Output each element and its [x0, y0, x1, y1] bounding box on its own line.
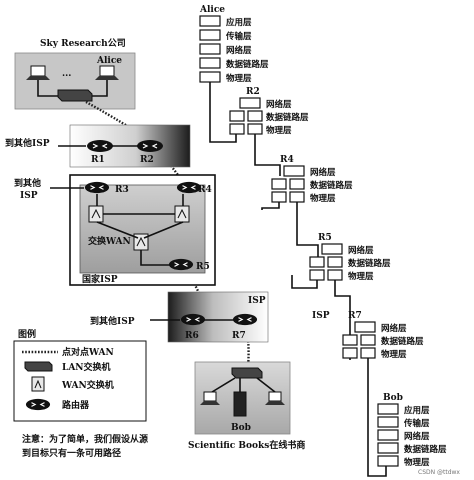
legend-item-router: 路由器: [62, 399, 90, 411]
alice-layer-network: 网络层: [226, 45, 252, 56]
r7-layer-datalink: 数据链路层: [381, 336, 424, 347]
laptop-icon: [95, 65, 119, 80]
router-icon: [86, 139, 114, 153]
r4-layer-physical: 物理层: [310, 193, 336, 204]
alice-layer-app: 应用层: [226, 17, 252, 28]
r2-layer-network: 网络层: [266, 99, 292, 110]
stack-title-r5: R5: [318, 233, 332, 243]
r4-layer-datalink: 数据链路层: [310, 180, 353, 191]
router-icon: [84, 181, 110, 194]
national-isp-label: 国家ISP: [82, 273, 118, 285]
stack-title-alice: Alice: [199, 5, 225, 15]
bob-layer-transport: 传输层: [403, 418, 430, 429]
r5-layer-physical: 物理层: [348, 271, 374, 282]
to-other-isp-label: 到其他ISP: [5, 137, 50, 149]
stack-r4: R4 网络层 数据链路层 物理层: [261, 155, 353, 260]
national-isp: R3 R4 交换WAN R5 国家ISP: [69, 174, 216, 286]
r2-layer-physical: 物理层: [266, 125, 292, 136]
ellipsis-text: ...: [62, 69, 71, 79]
laptop-icon: [265, 391, 285, 405]
bob-layer-network: 网络层: [404, 431, 430, 442]
router-icon: [180, 313, 206, 326]
lan-switch-icon: [231, 367, 263, 379]
router-label-r3: R3: [115, 185, 129, 195]
router-icon: [168, 258, 194, 271]
r2-layer-datalink: 数据链路层: [266, 112, 309, 123]
watermark: CSDN @ttdwx: [418, 469, 460, 476]
isp-stack-label: ISP: [312, 311, 330, 321]
isp-network: ISP R6 R7: [167, 291, 269, 343]
legend-item-wan-link: 点对点WAN: [62, 346, 114, 358]
alice-layer-transport: 传输层: [225, 31, 252, 42]
laptop-icon: [200, 391, 220, 405]
legend: 图例 点对点WAN LAN交换机 WAN交换机 路由器: [13, 328, 147, 422]
stack-title-bob: Bob: [383, 393, 403, 403]
r1-r2-network: R1 R2: [69, 124, 191, 168]
stack-r5: R5 网络层 数据链路层 物理层: [291, 233, 391, 340]
r7-layer-physical: 物理层: [381, 349, 407, 360]
r5-layer-network: 网络层: [348, 245, 374, 256]
legend-item-lan-switch: LAN交换机: [62, 361, 111, 373]
r5-layer-datalink: 数据链路层: [348, 258, 391, 269]
wan-switch-icon: [31, 376, 45, 392]
company-label: Sky Research公司: [40, 38, 126, 49]
stack-r2: R2 网络层 数据链路层 物理层: [229, 87, 309, 176]
bob-layer-app: 应用层: [404, 405, 430, 416]
router-label-r7: R7: [232, 331, 246, 341]
router-label-r6: R6: [185, 331, 199, 341]
r4-layer-network: 网络层: [310, 167, 336, 178]
wan-switch-label: 交换WAN: [88, 235, 131, 247]
laptop-icon: [26, 65, 50, 80]
stack-title-r7: R7: [348, 311, 362, 321]
bob-layer-datalink: 数据链路层: [404, 444, 447, 455]
stack-title-r2: R2: [246, 87, 260, 97]
router-label-r4: R4: [198, 185, 212, 195]
stack-bob: Bob 应用层 传输层 网络层 数据链路层 物理层: [377, 393, 447, 468]
stack-alice: Alice 应用层 传输层 网络层 数据链路层 物理层: [199, 5, 269, 143]
router-label-r1: R1: [91, 155, 105, 165]
stack-r7: R7 网络层 数据链路层 物理层: [342, 311, 424, 477]
router-icon: [25, 398, 51, 411]
alice-layer-datalink: 数据链路层: [226, 59, 269, 70]
router-label-r5: R5: [196, 262, 210, 272]
isp-label: ISP: [248, 296, 266, 306]
alice-layer-physical: 物理层: [226, 73, 252, 84]
bookstore-area: Bob: [194, 361, 291, 435]
lan-switch-icon: [24, 361, 53, 372]
wan-switch-icon: [88, 205, 104, 223]
wan-switch-icon: [174, 205, 190, 223]
legend-item-wan-switch: WAN交换机: [61, 379, 114, 391]
r7-layer-network: 网络层: [381, 323, 407, 334]
bob-layer-physical: 物理层: [404, 457, 430, 468]
legend-title: 图例: [18, 328, 36, 340]
note-line-1: 注意：为了简单，我们假设从源: [22, 433, 148, 445]
lan-switch-icon: [57, 89, 93, 102]
bob-host-label: Bob: [231, 423, 251, 433]
router-label-r2: R2: [140, 155, 154, 165]
company-area: Alice ...: [14, 52, 136, 110]
stack-title-r4: R4: [280, 155, 294, 165]
bookstore-label: Scientific Books在线书商: [188, 439, 305, 451]
server-icon: [233, 391, 247, 417]
to-other-isp-label-2b: ISP: [20, 191, 38, 201]
note-line-2: 到目标只有一条可用路径: [22, 447, 121, 459]
to-other-isp-label-2a: 到其他: [14, 177, 41, 189]
alice-host-label: Alice: [96, 56, 122, 66]
router-icon: [232, 313, 258, 326]
router-icon: [136, 139, 164, 153]
to-other-isp-label-3: 到其他ISP: [90, 315, 135, 327]
